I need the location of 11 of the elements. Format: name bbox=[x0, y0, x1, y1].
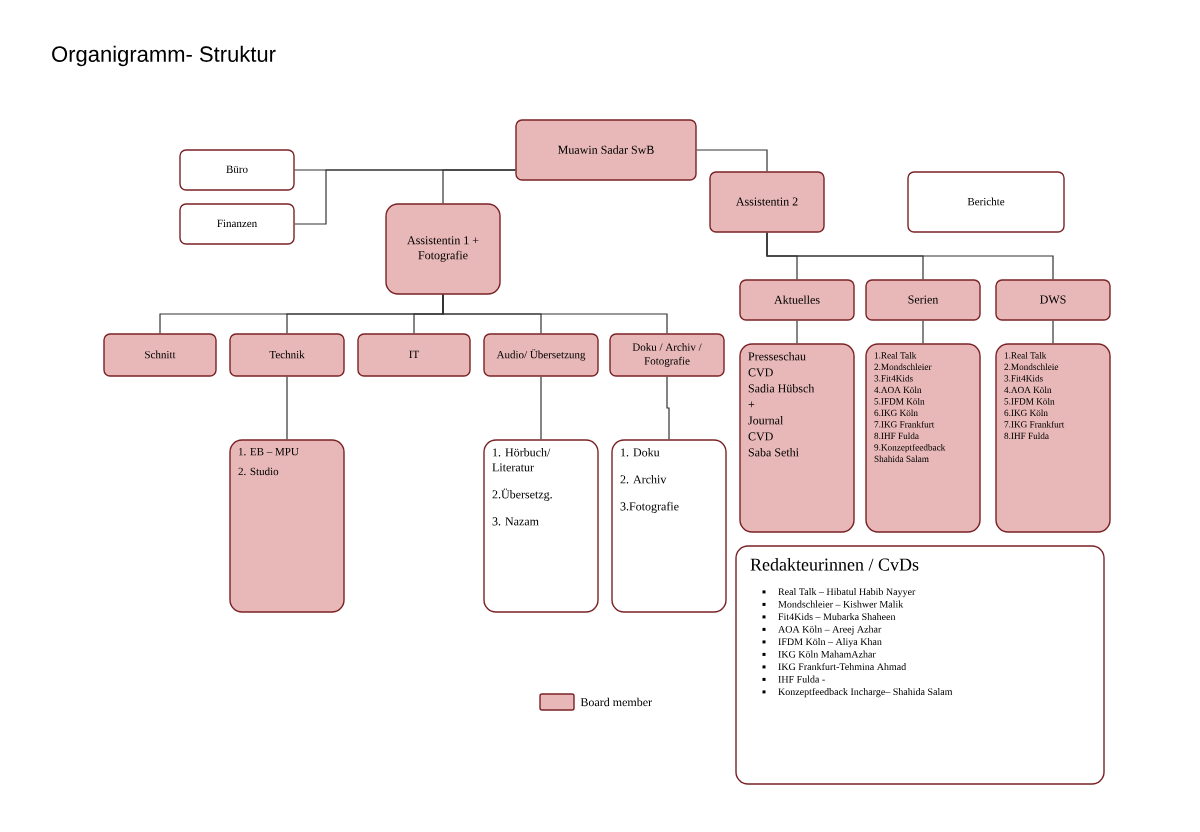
connector bbox=[766, 232, 1054, 280]
connector bbox=[442, 294, 668, 334]
connector bbox=[442, 169, 516, 204]
connector bbox=[666, 376, 670, 440]
connector bbox=[796, 320, 798, 344]
title: Organigramm- Struktur bbox=[52, 45, 276, 67]
connector bbox=[540, 376, 542, 440]
connector bbox=[922, 320, 924, 344]
connector bbox=[286, 376, 288, 440]
connector bbox=[696, 149, 768, 172]
connector bbox=[1052, 320, 1054, 344]
